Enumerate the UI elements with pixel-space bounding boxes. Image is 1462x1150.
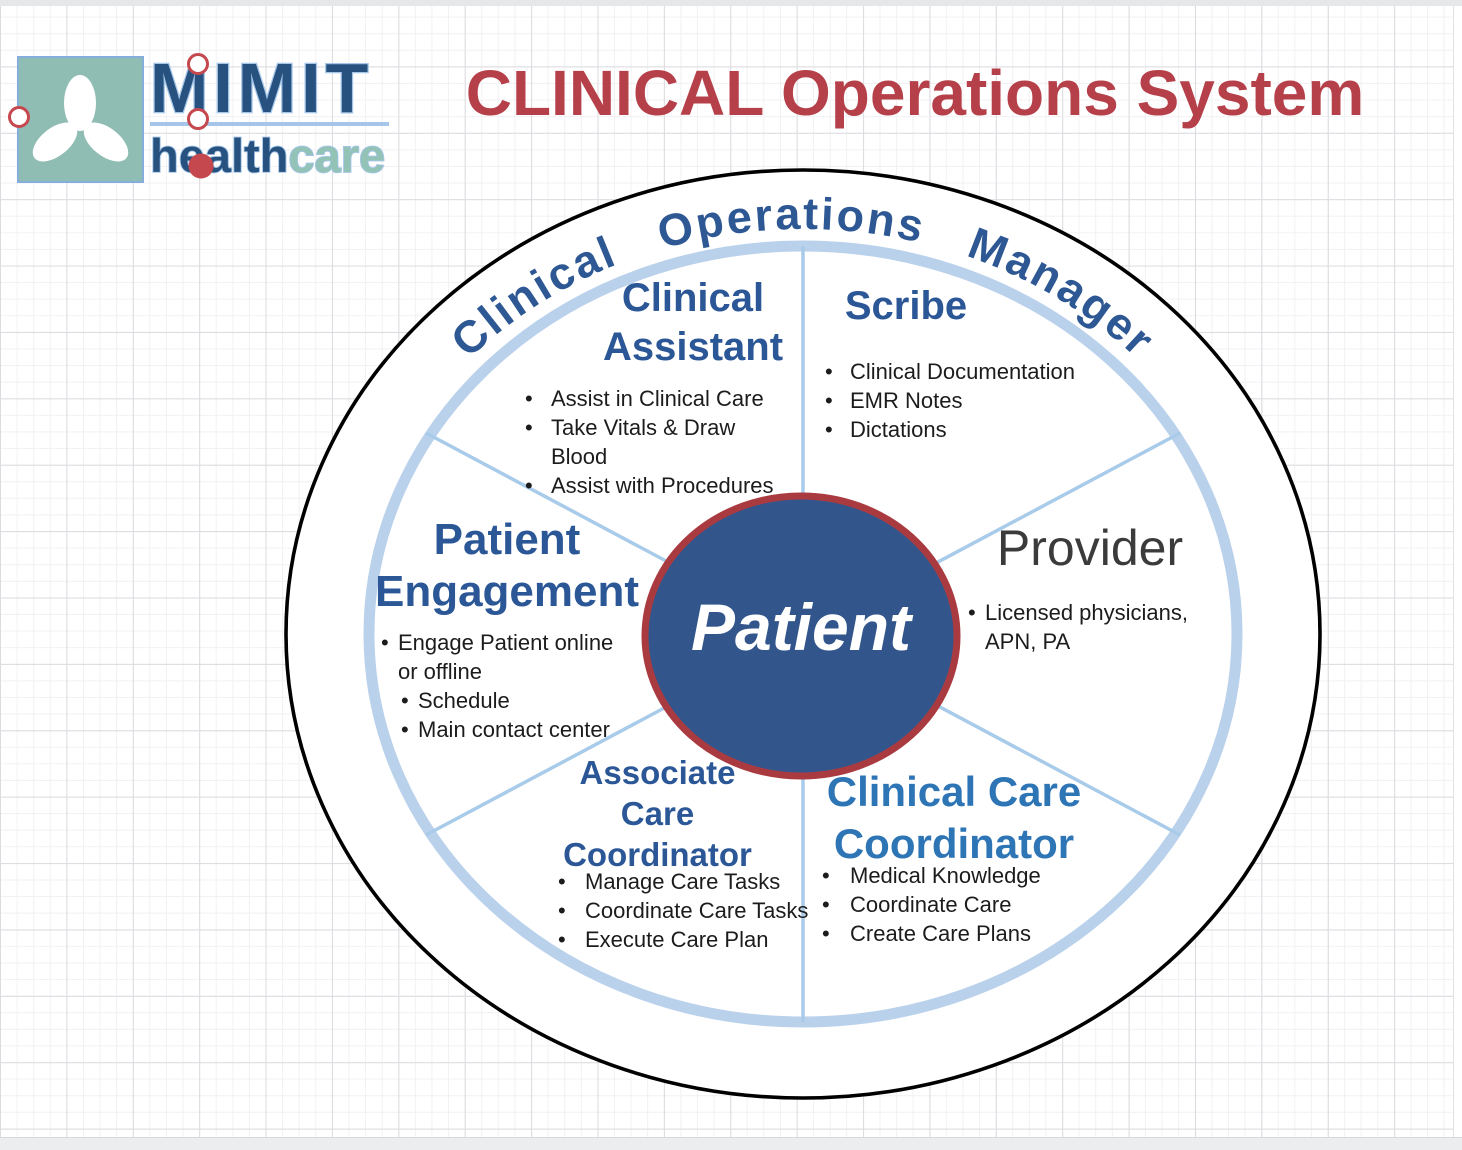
bullet-item: Dictations	[812, 415, 1100, 444]
bullet-item: Coordinate Care	[806, 890, 1088, 919]
bullet-item: Clinical Documentation	[812, 357, 1100, 386]
bullet-item: Engage Patient online or offline	[372, 628, 626, 686]
bullet-item: Execute Care Plan	[540, 925, 820, 954]
bullet-item: Assist with Procedures	[508, 471, 786, 500]
bullet-item: Medical Knowledge	[806, 861, 1088, 890]
rotation-handle[interactable]	[188, 153, 214, 179]
provider-heading[interactable]: Provider	[996, 520, 1184, 576]
selection-handle[interactable]	[187, 108, 209, 130]
bullet-item: Take Vitals & Draw Blood	[508, 413, 786, 471]
scribe-heading[interactable]: Scribe	[844, 284, 968, 328]
patient-center-label: Patient	[691, 590, 914, 664]
bullet-item: Main contact center	[392, 715, 626, 744]
clinical-care-coordinator-bullets[interactable]: Medical Knowledge Coordinate Care Create…	[806, 861, 1088, 948]
leaf-icon	[32, 75, 129, 162]
patient-engagement-heading[interactable]: Patient Engagement	[374, 515, 640, 616]
canvas-top-edge	[0, 0, 1462, 6]
bullet-item: Create Care Plans	[806, 919, 1088, 948]
bullet-item: Manage Care Tasks	[540, 867, 820, 896]
clinical-assistant-bullets[interactable]: Assist in Clinical Care Take Vitals & Dr…	[508, 384, 786, 500]
logo-tagline-care: care	[288, 129, 385, 182]
logo-tagline: healthcare	[150, 129, 385, 182]
selection-handle[interactable]	[187, 53, 209, 75]
bullet-item: Assist in Clinical Care	[508, 384, 786, 413]
mimit-logo[interactable]: MIMIT healthcare	[8, 48, 390, 183]
bullet-item: Schedule	[392, 686, 626, 715]
patient-engagement-bullets[interactable]: Engage Patient online or offline Schedul…	[372, 628, 626, 744]
associate-care-coordinator-bullets[interactable]: Manage Care Tasks Coordinate Care Tasks …	[540, 867, 820, 954]
bullet-item: Coordinate Care Tasks	[540, 896, 820, 925]
logo-tagline-health: health	[150, 129, 288, 182]
page-title[interactable]: CLINICAL Operations System	[465, 57, 1365, 129]
bullet-item: Licensed physicians, APN, PA	[960, 598, 1215, 656]
bullet-item: EMR Notes	[812, 386, 1100, 415]
canvas-right-edge	[1453, 6, 1462, 1137]
clinical-assistant-heading[interactable]: Clinical Assistant	[602, 276, 784, 369]
provider-bullets[interactable]: Licensed physicians, APN, PA	[960, 598, 1215, 656]
selection-handles[interactable]	[8, 53, 214, 179]
selection-handle[interactable]	[8, 106, 30, 128]
canvas-bottom-bar	[0, 1137, 1462, 1150]
clinical-care-coordinator-heading[interactable]: Clinical Care Coordinator	[826, 768, 1082, 867]
logo-brand-text: MIMIT	[150, 49, 373, 127]
associate-care-coordinator-heading[interactable]: Associate Care Coordinator	[563, 754, 752, 873]
patient-center-circle[interactable]	[641, 492, 961, 780]
scribe-bullets[interactable]: Clinical Documentation EMR Notes Dictati…	[812, 357, 1100, 444]
